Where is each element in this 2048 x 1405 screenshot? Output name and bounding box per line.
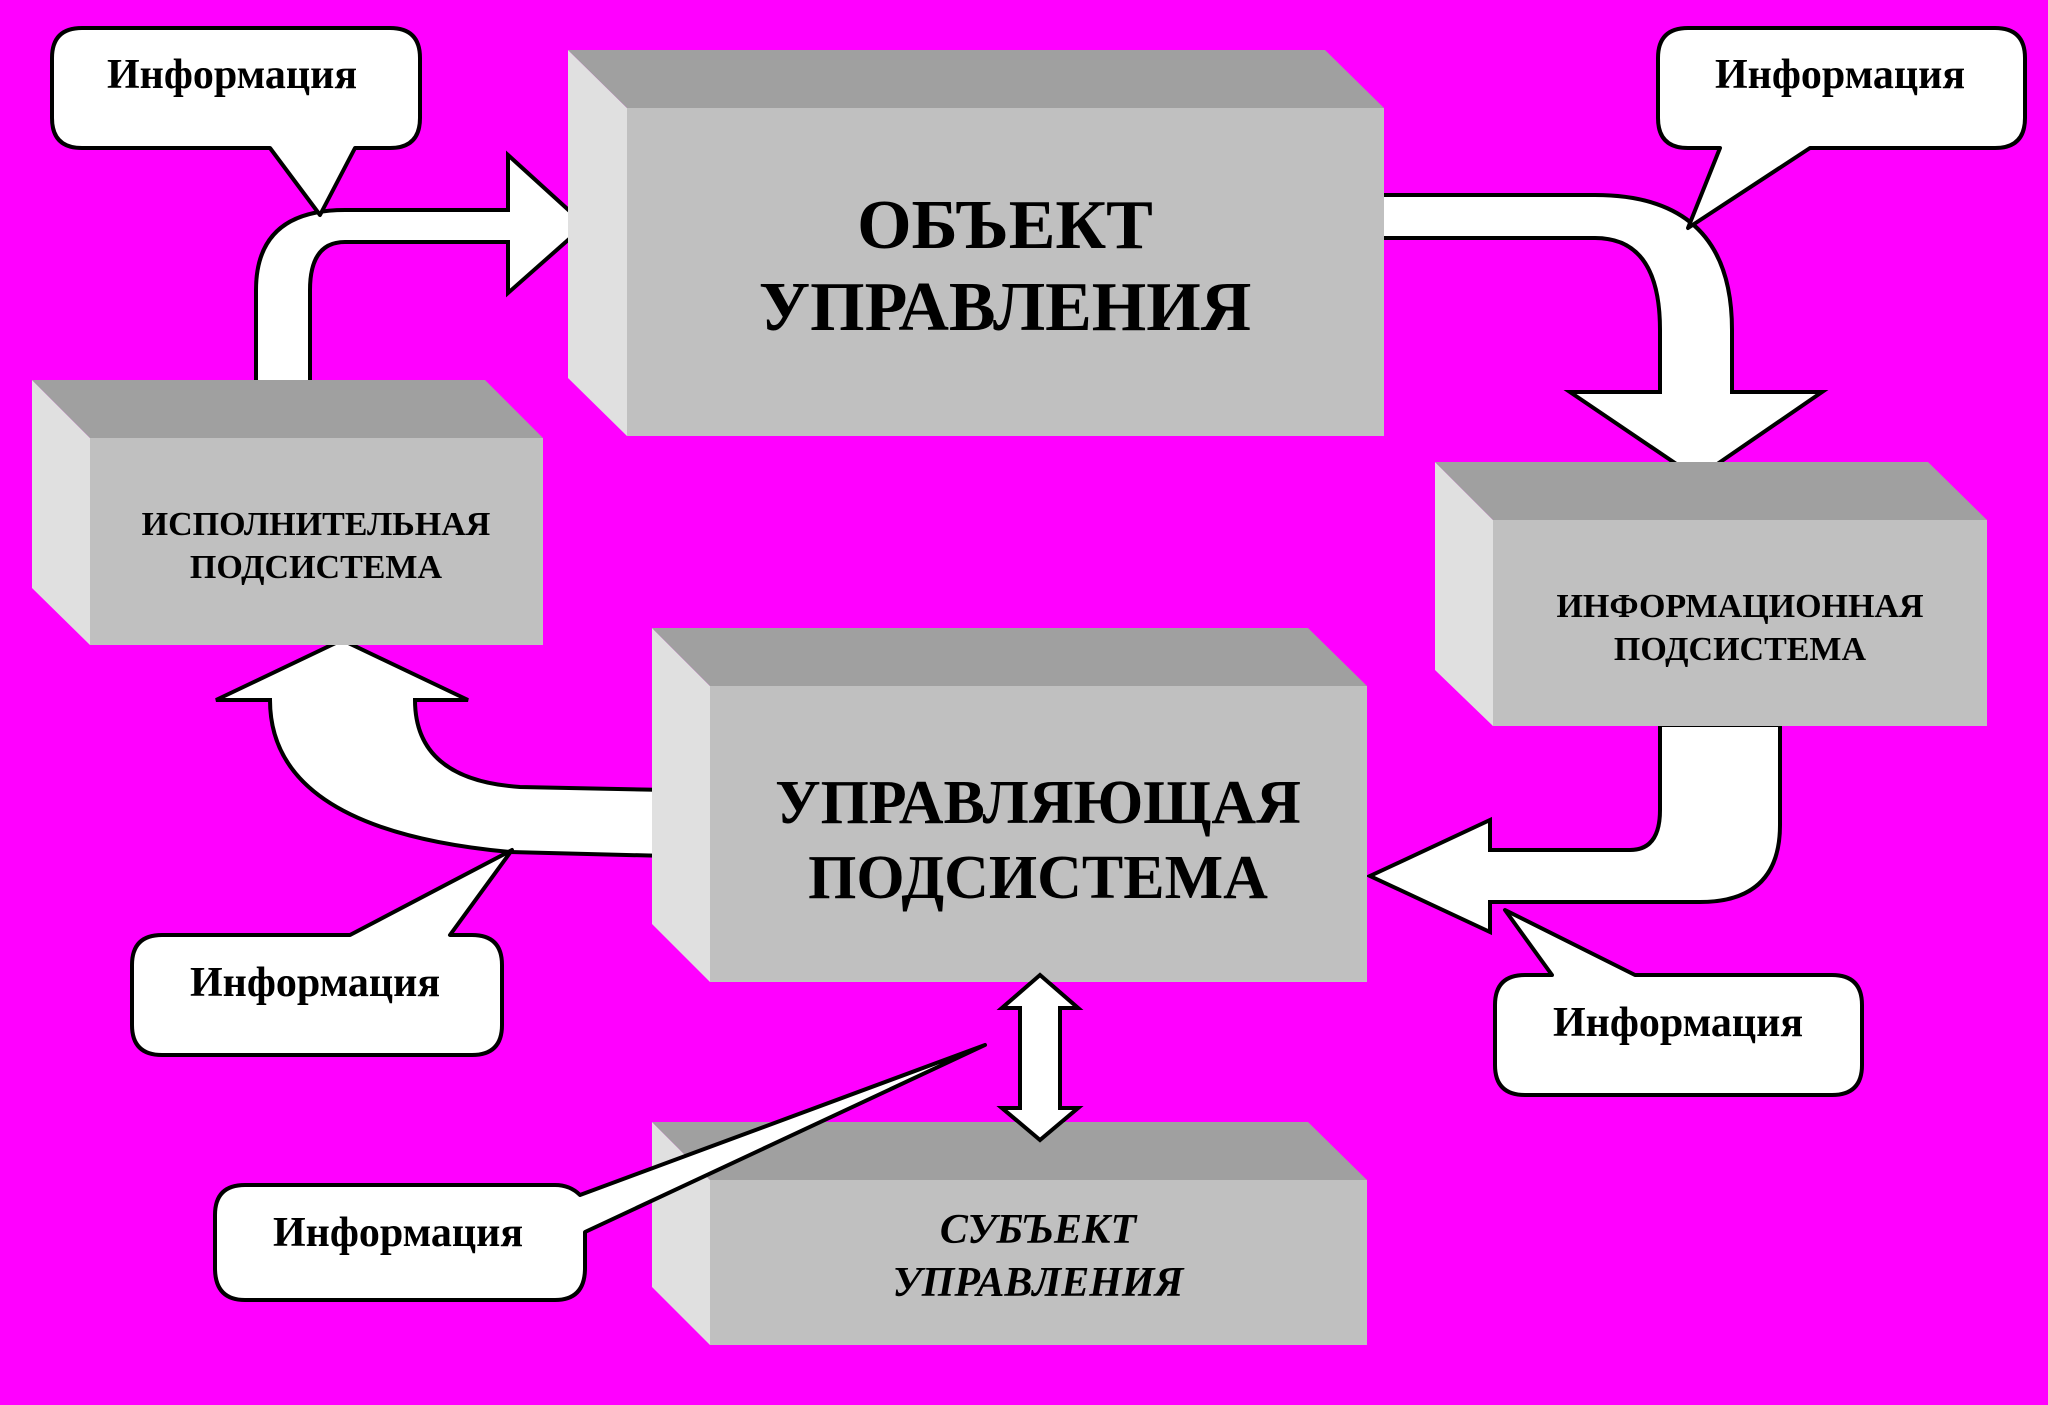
callout-top-right-text: Информация bbox=[1715, 52, 1965, 98]
callout-top-left: Информация bbox=[50, 26, 422, 217]
control-label-line2: ПОДСИСТЕМА bbox=[808, 844, 1268, 912]
arrow-control-to-executive bbox=[215, 637, 670, 859]
callout-middle-left: Информация bbox=[130, 848, 514, 1057]
information-label-line2: ПОДСИСТЕМА bbox=[1614, 631, 1867, 668]
arrow-information-to-control bbox=[1365, 723, 1782, 936]
callout-bottom-left: Информация bbox=[213, 1043, 987, 1302]
information-subsystem-box bbox=[1435, 462, 1987, 726]
information-label-line1: ИНФОРМАЦИОННАЯ bbox=[1556, 588, 1923, 625]
executive-label-line2: ПОДСИСТЕМА bbox=[190, 549, 443, 586]
object-box bbox=[568, 50, 1384, 436]
callout-middle-right-text: Информация bbox=[1553, 1000, 1803, 1046]
arrow-control-subject-overlay bbox=[996, 972, 1084, 1143]
callout-top-left-text: Информация bbox=[107, 52, 357, 98]
executive-label-line1: ИСПОЛНИТЕЛЬНАЯ bbox=[142, 506, 491, 543]
subject-label-line2: УПРАВЛЕНИЯ bbox=[893, 1260, 1185, 1306]
callout-bottom-left-text: Информация bbox=[273, 1210, 523, 1256]
executive-subsystem-box bbox=[32, 380, 543, 645]
control-label-line1: УПРАВЛЯЮЩАЯ bbox=[775, 769, 1301, 837]
callout-middle-left-text: Информация bbox=[190, 960, 440, 1006]
subject-label-line1: СУБЪЕКТ bbox=[940, 1207, 1139, 1253]
object-label-line1: ОБЪЕКТ bbox=[857, 187, 1153, 264]
callout-top-right: Информация bbox=[1656, 26, 2027, 230]
callout-middle-right: Информация bbox=[1493, 908, 1864, 1097]
arrow-executive-to-object bbox=[254, 150, 588, 398]
arrow-object-to-information bbox=[1368, 193, 1829, 481]
object-label-line2: УПРАВЛЕНИЯ bbox=[759, 269, 1252, 346]
control-subsystem-box bbox=[652, 628, 1367, 982]
